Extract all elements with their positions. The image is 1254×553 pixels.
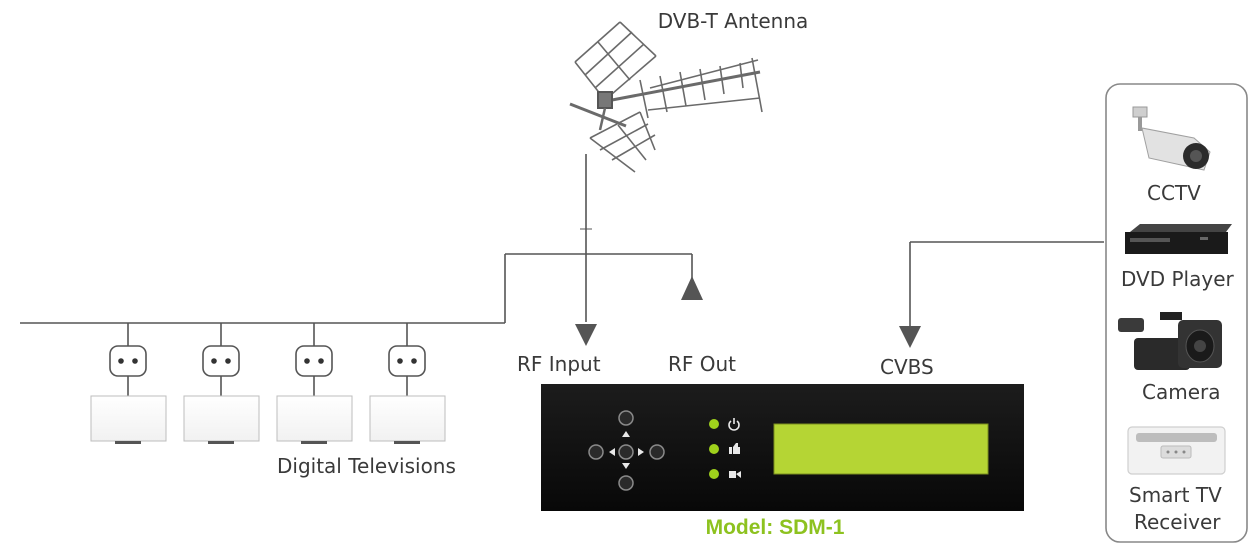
source-label-smart-tv: Smart TV	[1129, 483, 1222, 507]
camcorder-icon	[1118, 312, 1222, 370]
smart-tv-receiver-icon	[1127, 426, 1226, 475]
dvd-player-icon	[1125, 224, 1232, 254]
television-icon	[183, 395, 260, 444]
rf-input-label: RF Input	[517, 352, 601, 376]
cvbs-label: CVBS	[880, 355, 934, 379]
source-label-cctv: CCTV	[1147, 181, 1201, 205]
status-led	[709, 444, 719, 454]
rf-out-arrow-icon	[681, 276, 703, 300]
model-label: Model: SDM-1	[706, 516, 845, 539]
wall-socket-icon	[295, 345, 333, 377]
cctv-camera-icon	[1132, 106, 1211, 171]
television-icon	[90, 395, 167, 444]
televisions-label: Digital Televisions	[277, 454, 456, 478]
signal-led	[709, 469, 719, 479]
antenna-label: DVB-T Antenna	[658, 9, 809, 33]
wiring	[20, 154, 1104, 396]
source-label-camera: Camera	[1142, 380, 1221, 404]
rf-out-label: RF Out	[668, 352, 737, 376]
sdm-1-device	[541, 384, 1024, 511]
thumb-icon	[729, 443, 740, 454]
video-icon	[729, 471, 741, 478]
dvb-t-antenna-icon	[569, 21, 763, 173]
wall-socket-icon	[109, 345, 147, 377]
power-icon	[728, 418, 740, 431]
cvbs-arrow-icon	[899, 326, 921, 348]
lcd-display	[773, 423, 989, 475]
wall-socket-icon	[202, 345, 240, 377]
television-icon	[276, 395, 353, 444]
navigation-keypad	[588, 410, 665, 491]
wall-socket-icon	[388, 345, 426, 377]
source-label-dvd-player: DVD Player	[1121, 267, 1234, 291]
source-label-receiver: Receiver	[1134, 510, 1221, 534]
television-icon	[369, 395, 446, 444]
rf-input-arrow-icon	[575, 324, 597, 346]
power-led	[709, 419, 719, 429]
